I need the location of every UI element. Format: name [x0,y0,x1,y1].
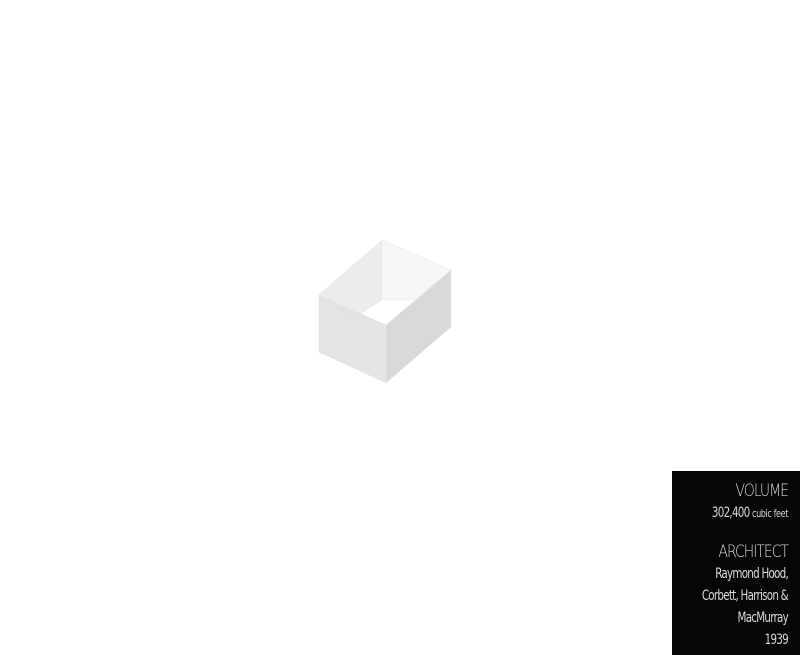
floor-line [385,278,452,334]
floor-line [385,286,452,342]
box-floor-lines [385,273,452,379]
floor-line [385,298,452,355]
year: 1939 [764,632,789,648]
volume-box [318,239,452,384]
floor-line [385,282,452,338]
box-front-right-face [385,269,452,384]
floor-line [385,290,452,346]
info-panel: VOLUME 302,400 cubic feet ARCHITECT Raym… [672,471,800,655]
architect-label: ARCHITECT [718,542,789,562]
volume-number: 302,400 [711,505,750,521]
floor-line [385,273,452,330]
floor-line [385,322,452,379]
floor-line [385,306,452,363]
architect-line: Corbett, Harrison & [701,588,789,604]
architect-line: MacMurray [737,610,789,626]
floor-line [385,318,452,375]
volume-value: 302,400 cubic feet [693,502,788,525]
floor-line [385,302,452,359]
floor-line [385,294,452,350]
volume-unit: cubic feet [752,507,788,520]
volume-label: VOLUME [735,481,789,501]
architect-line: Raymond Hood, [715,566,789,582]
floor-line [385,314,452,371]
floor-line [385,310,452,367]
